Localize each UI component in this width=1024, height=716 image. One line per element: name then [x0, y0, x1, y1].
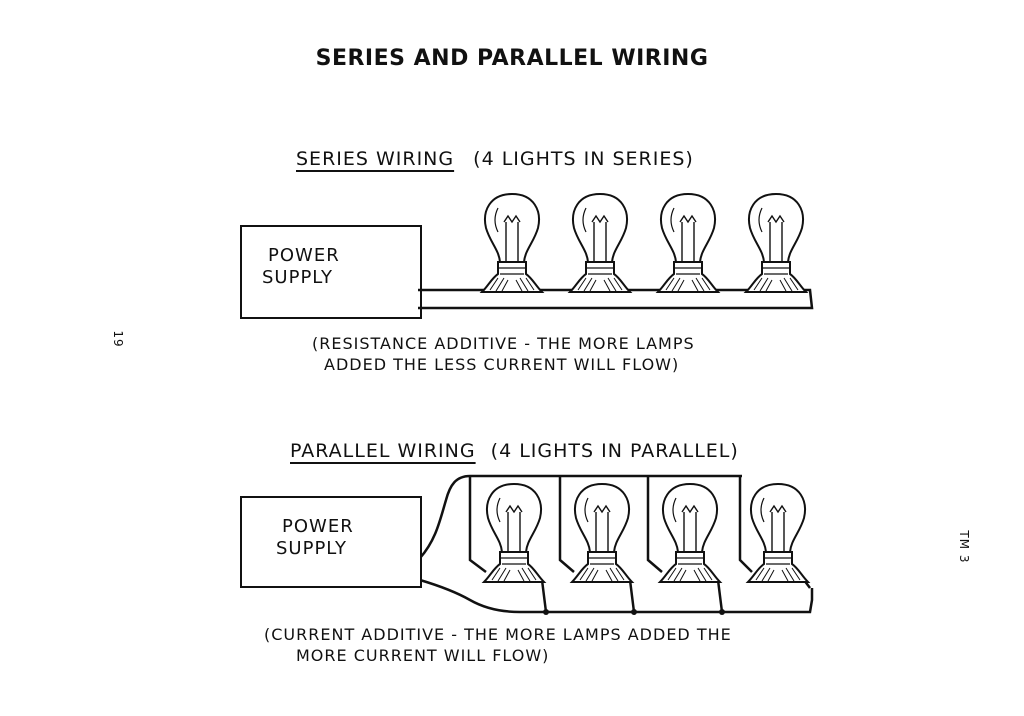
series-note-line-2: ADDED THE LESS CURRENT WILL FLOW) [324, 355, 680, 374]
parallel-note-line-2: MORE CURRENT WILL FLOW) [296, 646, 550, 665]
parallel-box-label-2: SUPPLY [276, 538, 347, 559]
parallel-light-bulb-icon-3 [659, 483, 721, 583]
series-light-bulb-icon-4 [745, 193, 807, 293]
series-box-label-1: POWER [268, 245, 340, 266]
series-wire [418, 288, 814, 310]
series-power-supply-box: POWER SUPPLY [240, 225, 422, 319]
series-light-bulb-icon-1 [481, 193, 543, 293]
parallel-light-bulb-icon-4 [747, 483, 809, 583]
parallel-heading-row: PARALLEL WIRING (4 LIGHTS IN PARALLEL) [290, 440, 739, 462]
parallel-wire [419, 474, 814, 615]
series-note: (RESISTANCE ADDITIVE - THE MORE LAMPS AD… [312, 333, 695, 375]
series-heading: SERIES WIRING [296, 148, 455, 170]
parallel-note-line-1: (CURRENT ADDITIVE - THE MORE LAMPS ADDED… [264, 625, 732, 644]
parallel-power-supply-box: POWER SUPPLY [240, 496, 422, 588]
series-light-bulb-icon-3 [657, 193, 719, 293]
page-title: SERIES AND PARALLEL WIRING [315, 46, 709, 71]
parallel-light-bulb-icon-1 [483, 483, 545, 583]
series-subheading: (4 LIGHTS IN SERIES) [473, 148, 694, 170]
series-note-line-1: (RESISTANCE ADDITIVE - THE MORE LAMPS [312, 334, 695, 353]
parallel-heading: PARALLEL WIRING [290, 440, 476, 462]
series-light-bulb-icon-2 [569, 193, 631, 293]
parallel-note: (CURRENT ADDITIVE - THE MORE LAMPS ADDED… [264, 624, 732, 666]
parallel-subheading: (4 LIGHTS IN PARALLEL) [490, 440, 739, 462]
parallel-box-label-1: POWER [282, 516, 354, 537]
series-heading-row: SERIES WIRING (4 LIGHTS IN SERIES) [296, 148, 694, 170]
parallel-light-bulb-icon-2 [571, 483, 633, 583]
series-box-label-2: SUPPLY [262, 267, 333, 288]
